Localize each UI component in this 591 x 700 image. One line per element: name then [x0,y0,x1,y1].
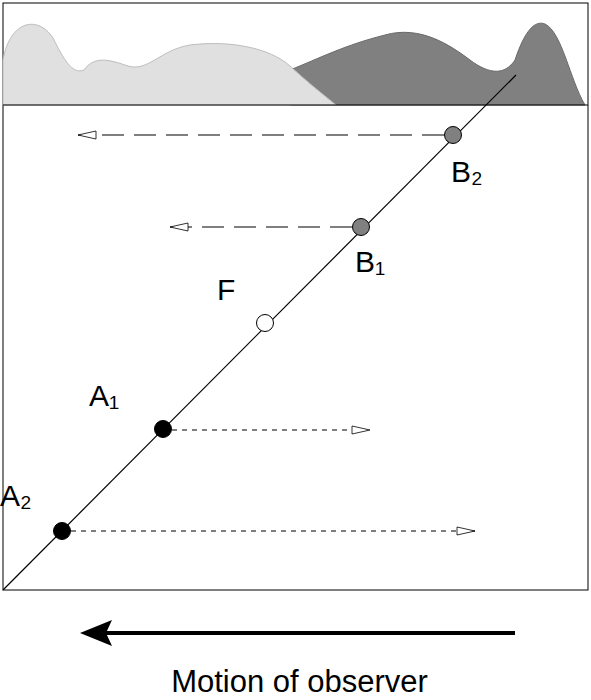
motion-arrow [71,530,475,531]
line-of-sight [3,75,516,590]
motion-arrow [78,134,444,135]
motion-arrow [170,226,352,227]
motion-arrow [172,429,370,430]
point-label: B₁ [355,247,385,277]
depth-point: A₁ [154,420,172,438]
observer-arrow-shaft [105,631,515,635]
horizon-line [3,104,588,105]
depth-point: B₁ [352,218,370,236]
light-mountains [3,24,336,105]
caption-label: Motion of observer [171,666,428,697]
frame [3,3,588,590]
depth-point: A₂ [53,522,71,540]
point-label: B₂ [451,157,483,187]
point-label: A₁ [89,381,119,411]
depth-point: F [256,314,274,332]
depth-point: B₂ [444,126,462,144]
dark-mountains [290,23,585,105]
point-label: A₂ [0,481,32,511]
point-label: F [217,275,235,305]
observer-arrow-head [80,620,112,646]
